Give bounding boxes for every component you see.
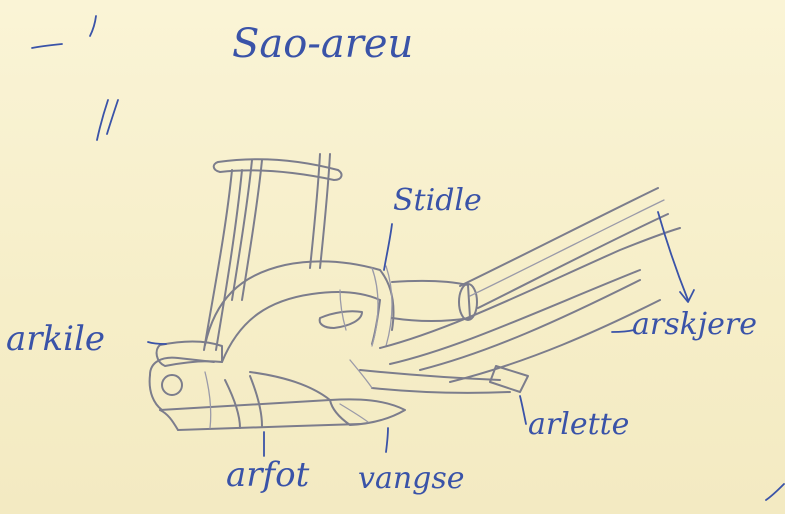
label-arskjere: arskjere xyxy=(632,310,757,340)
handle-frame xyxy=(204,154,341,350)
label-arkile: arkile xyxy=(6,322,105,356)
arkile-wedge xyxy=(150,341,222,410)
label-arfot: arfot xyxy=(226,458,309,492)
vangse-share xyxy=(250,372,405,425)
label-vangse: vangse xyxy=(358,464,465,494)
stray-ink-marks xyxy=(32,16,784,500)
label-stidle: Stidle xyxy=(393,186,482,216)
diagram-title: Sao-areu xyxy=(232,24,413,64)
label-arlette: arlette xyxy=(528,410,629,440)
